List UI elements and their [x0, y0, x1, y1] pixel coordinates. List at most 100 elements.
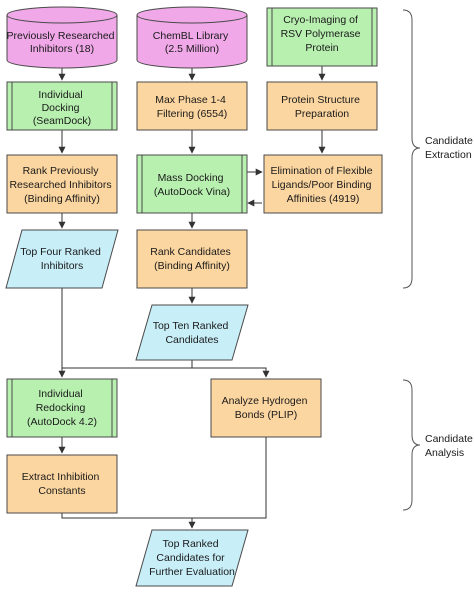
svg-text:Extract Inhibition Const: Extract Inhibition Constants	[22, 471, 103, 497]
svg-text:Top Ranked Candidates fo: Top Ranked Candidates for Further Evalua…	[149, 538, 235, 578]
phase-label-extraction: Candidate Extraction	[425, 135, 474, 161]
node-label: Mass Docking	[158, 172, 224, 184]
node-label: Candidates for	[156, 552, 225, 564]
node-label: Rank Candidates	[150, 246, 231, 258]
brace-extraction	[402, 9, 421, 289]
svg-text:Rank Previously Research: Rank Previously Researched Inhibitors (B…	[9, 165, 114, 205]
database-shape	[6, 15, 118, 69]
phase-label-line: Analysis	[425, 447, 464, 459]
step-box	[136, 229, 248, 289]
node-label: Constants	[38, 485, 85, 497]
node-label: (SeamDock)	[33, 115, 91, 127]
edge-extract-to-final	[61, 513, 196, 529]
svg-text:Top Ten Ranked Candidate: Top Ten Ranked Candidates	[153, 320, 232, 346]
node-label: (AutoDock Vina)	[154, 186, 230, 198]
node-label: Inhibitors (18)	[30, 43, 94, 55]
node-max-phase: Max Phase 1-4 Filtering (6554)	[136, 81, 248, 131]
node-label: Affinities (4919)	[287, 193, 360, 205]
step-box	[6, 154, 118, 214]
node-label: (2.5 Million)	[165, 43, 219, 55]
node-rank-prev: Rank Previously Researched Inhibitors (B…	[6, 154, 118, 214]
svg-text:ChemBL Library (2.5 Mill: ChemBL Library (2.5 Million)	[153, 30, 231, 55]
step-box	[210, 378, 322, 438]
svg-text:Elimination of Flexible: Elimination of Flexible Ligands/Poor Bin…	[270, 165, 375, 205]
node-top-ten: Top Ten Ranked Candidates	[135, 304, 249, 361]
phase-label-line: Candidate	[425, 135, 473, 147]
node-protein-prep: Protein Structure Preparation	[266, 81, 378, 131]
node-label: Top Four Ranked	[20, 246, 101, 258]
node-chembl: ChemBL Library (2.5 Million)	[136, 6, 248, 69]
node-label: Max Phase 1-4	[155, 94, 226, 106]
process-box	[6, 81, 118, 131]
node-label: Individual	[38, 89, 82, 101]
node-label: (Binding Affinity)	[154, 260, 230, 272]
node-rank-candidates: Rank Candidates (Binding Affinity)	[136, 229, 248, 289]
svg-text:Rank Candidates (Binding: Rank Candidates (Binding Affinity)	[150, 246, 233, 272]
database-top	[6, 6, 118, 24]
node-label: Candidates	[165, 334, 218, 346]
edge-hydrogen-to-final	[192, 437, 267, 519]
node-label: Protein	[305, 42, 338, 54]
svg-text:Individual Docking: Individual Docking (SeamDock)	[33, 89, 91, 127]
step-box	[266, 81, 378, 131]
phase-label-line: Extraction	[425, 149, 472, 161]
node-label: Further Evaluation	[149, 566, 235, 578]
step-box	[6, 454, 118, 514]
node-label: Analyze Hydrogen	[222, 395, 308, 407]
node-elimination: Elimination of Flexible Ligands/Poor Bin…	[263, 154, 383, 214]
output-shape	[135, 529, 249, 587]
node-label: Rank Previously	[23, 165, 100, 177]
edge-merge-to-hydrogen	[192, 367, 270, 378]
output-shape	[5, 229, 119, 289]
phase-label-line: Candidate	[425, 433, 473, 445]
node-label: (Binding Affinity)	[24, 193, 100, 205]
node-individual-docking: Individual Docking (SeamDock)	[6, 81, 118, 131]
svg-text:Protein Structure Prepar: Protein Structure Preparation	[281, 94, 363, 120]
node-label: Elimination of Flexible	[270, 165, 372, 177]
step-box	[263, 154, 383, 214]
node-cryo: Cryo-Imaging of RSV Polymerase Protein	[266, 7, 378, 67]
node-mass-docking: Mass Docking (AutoDock Vina)	[136, 154, 248, 214]
node-label: RSV Polymerase	[281, 28, 361, 40]
node-label: Researched Inhibitors	[9, 179, 111, 191]
database-shape	[136, 15, 248, 69]
node-label: Top Ranked	[163, 538, 219, 550]
phase-label-analysis: Candidate Analysis	[425, 433, 474, 459]
node-label: Redocking	[36, 402, 86, 414]
brace-analysis	[402, 379, 421, 511]
node-label: (AutoDock 4.2)	[27, 416, 97, 428]
database-top	[136, 6, 248, 24]
node-label: Protein Structure	[281, 94, 360, 106]
node-extract: Extract Inhibition Constants	[6, 454, 118, 514]
process-box	[266, 7, 378, 67]
node-prev-inhibitors: Previously Researched Inhibitors (18)	[6, 6, 118, 69]
process-box	[6, 378, 118, 438]
svg-text:Cryo-Imaging of RSV Poly: Cryo-Imaging of RSV Polymerase Protein	[281, 14, 364, 54]
svg-text:Analyze Hydrogen Bonds (: Analyze Hydrogen Bonds (PLIP)	[222, 395, 311, 421]
svg-text:Individual Redocking: Individual Redocking (AutoDock 4.2)	[27, 388, 97, 428]
node-hydrogen: Analyze Hydrogen Bonds (PLIP)	[210, 378, 322, 438]
node-label: Previously Researched	[7, 30, 115, 42]
node-label: Docking	[42, 102, 80, 114]
node-label: Preparation	[295, 108, 349, 120]
svg-text:Top Four Ranked Inhibito: Top Four Ranked Inhibitors	[20, 246, 103, 272]
svg-text:Mass Docking (AutoDock V: Mass Docking (AutoDock Vina)	[154, 172, 230, 198]
node-label: Inhibitors	[41, 260, 84, 272]
node-label: Top Ten Ranked	[153, 320, 229, 332]
step-box	[136, 81, 248, 131]
node-label: Filtering (6554)	[157, 108, 228, 120]
output-shape	[135, 304, 249, 361]
node-label: Extract Inhibition	[22, 471, 100, 483]
svg-text:Previously Researched In: Previously Researched Inhibitors (18)	[7, 30, 118, 55]
node-label: Ligands/Poor Binding	[272, 179, 372, 191]
process-box	[136, 154, 248, 214]
node-label: ChemBL Library	[153, 30, 229, 42]
svg-text:Max Phase 1-4 Filtering: Max Phase 1-4 Filtering (6554)	[155, 94, 229, 120]
node-top-four: Top Four Ranked Inhibitors	[5, 229, 119, 289]
edge-topten-merge	[62, 360, 193, 369]
connectors	[58, 66, 326, 529]
node-label: Cryo-Imaging of	[283, 14, 358, 26]
node-label: Bonds (PLIP)	[235, 409, 297, 421]
node-label: Individual	[38, 388, 82, 400]
